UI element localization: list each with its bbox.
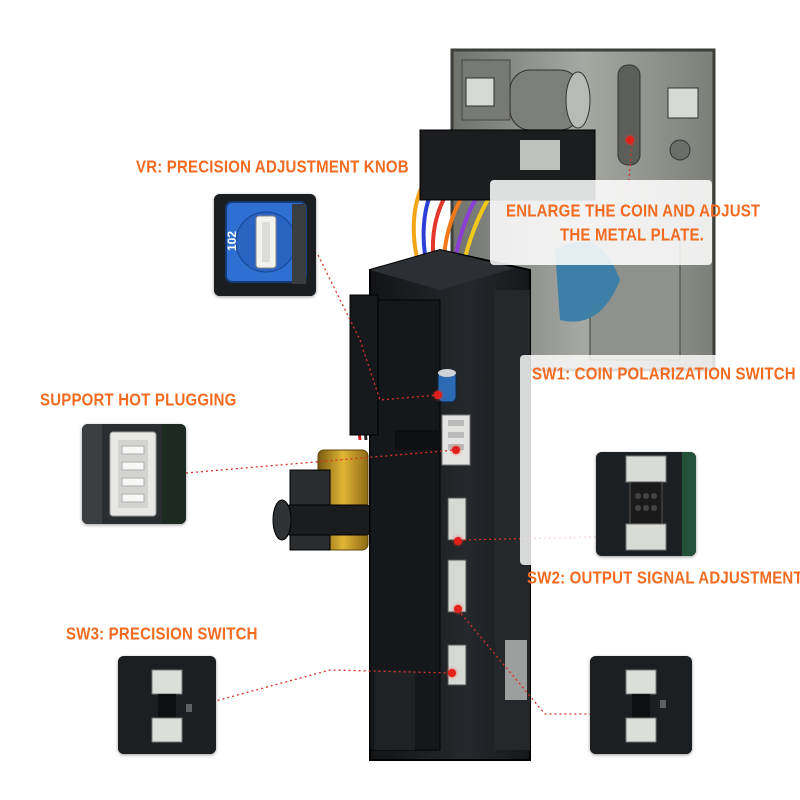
hot-plug-inset	[82, 424, 186, 524]
sw3-label: SW3: PRECISION SWITCH	[66, 624, 258, 645]
indicator-dot-sw1	[454, 537, 462, 545]
potentiometer-marking: 102	[225, 230, 240, 252]
enlarge-coin-callout	[490, 180, 712, 265]
leader-lines	[185, 143, 633, 715]
sw2-label: SW2: OUTPUT SIGNAL ADJUSTMENT	[527, 568, 800, 589]
indicator-dot-vr	[434, 391, 442, 399]
sw1-switch-inset	[596, 452, 696, 556]
sw2-switch-inset	[590, 656, 692, 754]
sw1-label: SW1: COIN POLARIZATION SWITCH	[532, 364, 796, 385]
indicator-dot-sw2	[454, 605, 462, 613]
indicator-dot-plate	[626, 136, 634, 144]
vr-knob-label: VR: PRECISION ADJUSTMENT KNOB	[136, 157, 409, 178]
coin-coil	[272, 449, 376, 551]
enlarge-coin-label-line1: ENLARGE THE COIN AND ADJUST	[506, 201, 761, 222]
hot-plug-label: SUPPORT HOT PLUGGING	[40, 390, 237, 411]
indicator-dot-sw3	[448, 669, 456, 677]
vr-knob-inset: 102	[214, 194, 316, 296]
enlarge-coin-label-line2: THE METAL PLATE.	[560, 225, 705, 246]
main-housing	[349, 248, 531, 761]
sw3-switch-inset	[118, 656, 216, 754]
solenoid-cylinder	[509, 69, 591, 131]
indicator-dot-hotplug	[452, 446, 460, 454]
